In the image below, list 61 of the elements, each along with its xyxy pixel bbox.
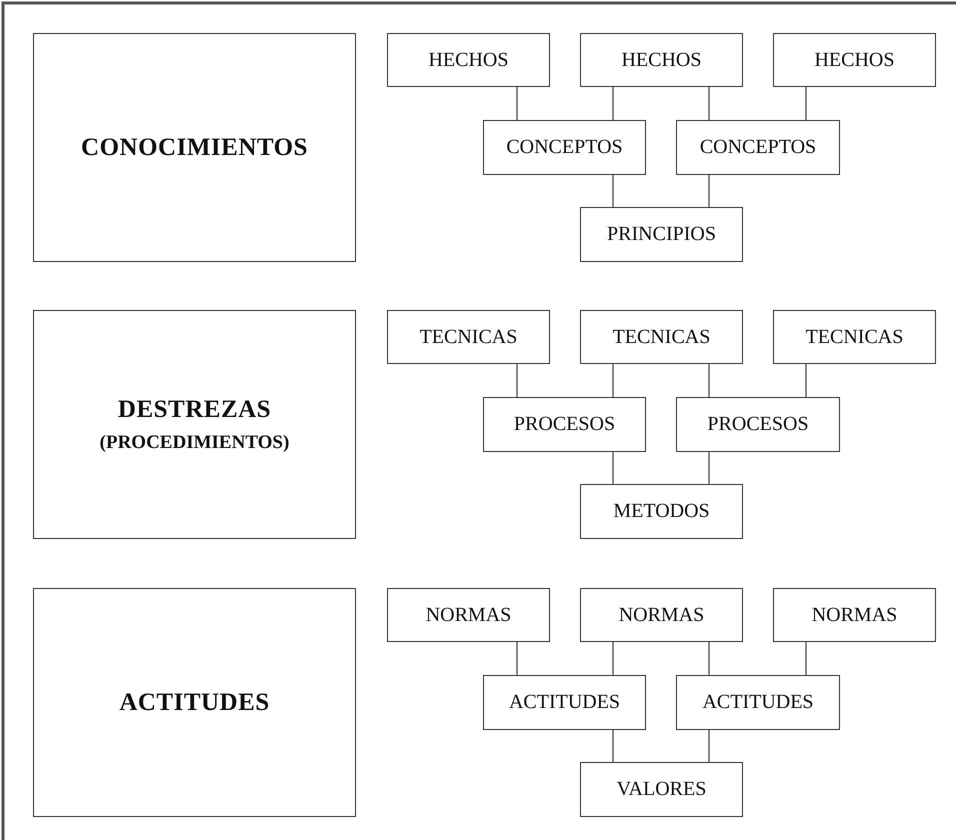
concept-box — [676, 675, 840, 730]
category-box — [33, 33, 356, 262]
category-title: ACTITUDES — [119, 688, 270, 716]
connector-line — [708, 364, 710, 397]
box-label: NORMAS — [618, 604, 704, 626]
connector-line — [612, 175, 614, 207]
connector-line — [708, 642, 710, 675]
concept-box — [676, 397, 840, 452]
connector-line — [612, 730, 614, 762]
box-label: NORMAS — [426, 604, 512, 626]
box-label: ACTITUDES — [508, 691, 620, 714]
category-title: CONOCIMIENTOS — [81, 134, 308, 162]
box-label: TECNICAS — [420, 326, 518, 348]
concept-box — [676, 120, 840, 175]
box-label: HECHOS — [621, 48, 702, 72]
connector-line — [805, 364, 807, 397]
concept-box — [483, 397, 646, 452]
box-label: PROCESOS — [707, 413, 809, 436]
category-title: DESTREZAS — [118, 396, 272, 424]
concept-box — [580, 762, 743, 817]
connector-line — [708, 175, 710, 207]
box-label: TECNICAS — [612, 326, 710, 348]
box-label: NORMAS — [812, 604, 898, 626]
concept-box — [483, 120, 646, 175]
box-label: PRINCIPIOS — [607, 223, 716, 246]
concept-box — [773, 588, 936, 642]
category-box — [33, 310, 356, 539]
concept-box — [773, 310, 936, 364]
box-label: HECHOS — [814, 48, 894, 72]
box-label: PROCESOS — [514, 413, 616, 436]
connector-line — [516, 364, 518, 397]
box-label: CONCEPTOS — [700, 136, 816, 159]
box-label: VALORES — [616, 778, 706, 801]
concept-box — [580, 33, 743, 87]
connector-line — [612, 87, 614, 120]
box-label: CONCEPTOS — [506, 136, 623, 159]
concept-box — [773, 33, 936, 87]
connector-line — [708, 87, 710, 120]
category-subtitle: (PROCEDIMIENTOS) — [100, 432, 290, 454]
concept-box — [387, 310, 550, 364]
connector-line — [708, 452, 710, 484]
box-label: HECHOS — [428, 48, 508, 72]
concept-box — [483, 675, 646, 730]
box-label: TECNICAS — [806, 326, 904, 348]
concept-box — [580, 310, 743, 364]
concept-box — [387, 588, 550, 642]
connector-line — [612, 364, 614, 397]
box-label: METODOS — [613, 500, 710, 523]
connector-line — [612, 642, 614, 675]
concept-box — [387, 33, 550, 87]
concept-box — [580, 588, 743, 642]
connector-line — [805, 87, 807, 120]
connector-line — [612, 452, 614, 484]
category-box — [33, 588, 356, 817]
connector-line — [516, 642, 518, 675]
concept-box — [580, 207, 743, 262]
connector-line — [708, 730, 710, 762]
connector-line — [805, 642, 807, 675]
concept-box — [580, 484, 743, 539]
box-label: ACTITUDES — [702, 691, 814, 714]
connector-line — [516, 87, 518, 120]
